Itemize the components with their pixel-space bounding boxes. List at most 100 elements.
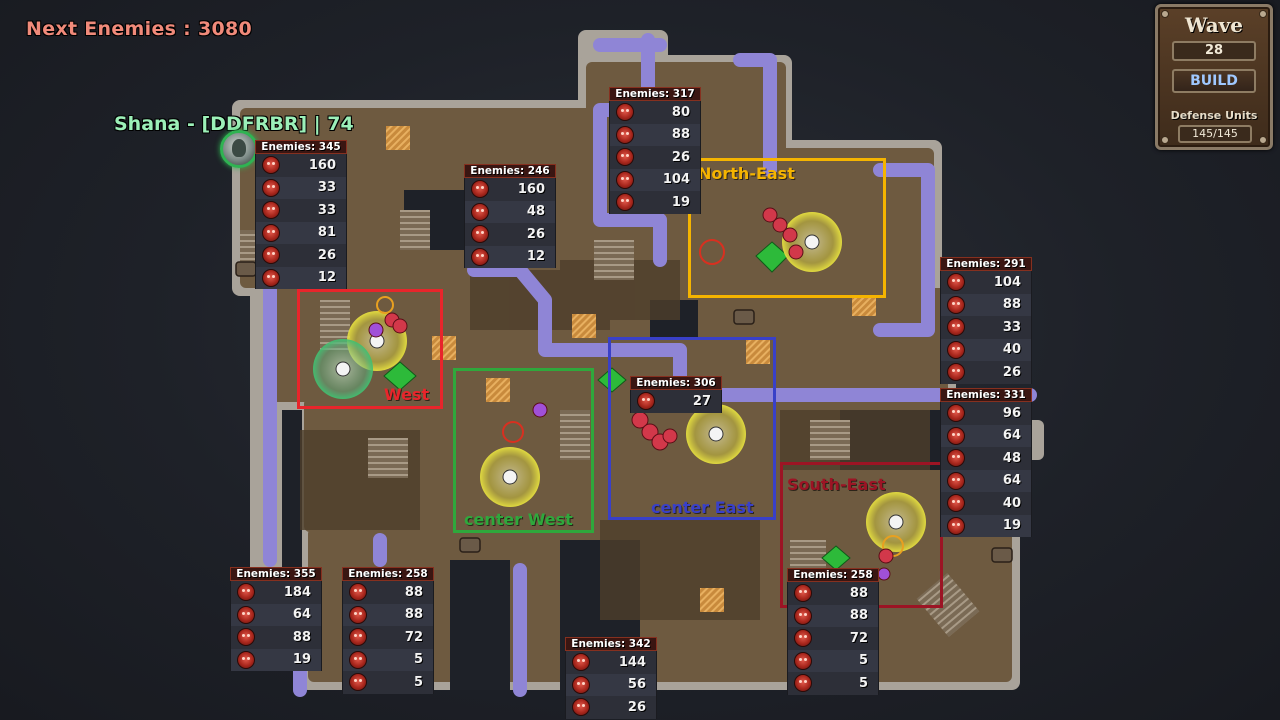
enemy-type-icon — [572, 698, 590, 717]
enemy-row: 64 — [230, 603, 322, 626]
enemy-row: 88 — [787, 582, 879, 605]
enemy-count: 104 — [662, 172, 690, 188]
enemy-count: 26 — [526, 226, 545, 242]
enemy-count: 48 — [1002, 450, 1021, 466]
enemy-table-header: Enemies: 317 — [609, 87, 701, 101]
enemy-count: 88 — [849, 585, 868, 601]
enemy-count: 144 — [618, 654, 646, 670]
enemy-count: 26 — [1002, 364, 1021, 380]
enemy-row: 40 — [940, 338, 1032, 361]
enemy-row: 5 — [787, 649, 879, 672]
enemy-row: 88 — [230, 626, 322, 649]
enemy-count: 160 — [308, 157, 336, 173]
enemy-row: 26 — [940, 361, 1032, 384]
enemy-count: 19 — [1002, 518, 1021, 534]
defense-units-label: Defense Units — [1170, 109, 1258, 122]
enemy-table-header: Enemies: 246 — [464, 164, 556, 178]
enemy-type-icon — [262, 246, 280, 265]
enemy-count: 12 — [526, 249, 545, 265]
enemy-row: 72 — [342, 626, 434, 649]
defense-units-value: 145/145 — [1178, 125, 1252, 143]
enemy-row: 12 — [255, 266, 347, 289]
enemy-count: 72 — [404, 629, 423, 645]
enemy-count: 64 — [1002, 428, 1021, 444]
enemy-type-icon — [794, 584, 812, 603]
enemy-type-icon — [947, 449, 965, 468]
enemy-row: 80 — [609, 101, 701, 124]
build-pads — [386, 126, 876, 612]
enemy-type-icon — [471, 225, 489, 244]
zone-label-south-east: South-East — [787, 475, 886, 494]
enemy-row: 72 — [787, 627, 879, 650]
enemy-type-icon — [572, 675, 590, 694]
enemy-row: 26 — [255, 244, 347, 267]
enemy-type-icon — [262, 201, 280, 220]
player-avatar[interactable] — [220, 130, 258, 168]
enemy-count: 184 — [283, 584, 311, 600]
enemy-type-icon — [349, 628, 367, 647]
enemy-table-header: Enemies: 258 — [342, 567, 434, 581]
enemy-type-icon — [237, 628, 255, 647]
enemy-type-icon — [572, 653, 590, 672]
enemy-units — [368, 207, 894, 589]
enemy-type-icon — [262, 178, 280, 197]
enemy-count: 56 — [627, 677, 646, 693]
enemy-row: 19 — [940, 514, 1032, 537]
enemy-row: 19 — [230, 648, 322, 671]
enemy-count: 27 — [692, 393, 711, 409]
enemy-type-icon — [947, 516, 965, 535]
enemy-row: 88 — [342, 581, 434, 604]
enemy-row: 104 — [940, 271, 1032, 294]
enemy-count: 5 — [858, 675, 868, 691]
enemy-type-icon — [616, 148, 634, 167]
enemy-type-icon — [794, 651, 812, 670]
enemy-count: 19 — [292, 652, 311, 668]
enemy-row: 184 — [230, 581, 322, 604]
enemy-row: 40 — [940, 492, 1032, 515]
enemy-type-icon — [616, 103, 634, 122]
enemy-count: 33 — [1002, 319, 1021, 335]
enemy-type-icon — [349, 605, 367, 624]
enemy-row: 19 — [609, 191, 701, 214]
zone-label-center-east: center East — [651, 498, 754, 517]
enemy-row: 33 — [255, 176, 347, 199]
enemy-type-icon — [237, 583, 255, 602]
enemy-table-header: Enemies: 306 — [630, 376, 722, 390]
enemy-type-icon — [947, 404, 965, 423]
enemy-type-icon — [349, 583, 367, 602]
next-enemies-counter: Next Enemies : 3080 — [26, 18, 253, 40]
enemy-count: 5 — [858, 653, 868, 669]
enemy-type-icon — [349, 673, 367, 692]
enemy-count: 26 — [317, 247, 336, 263]
enemy-count: 88 — [849, 608, 868, 624]
enemy-count: 104 — [993, 274, 1021, 290]
enemy-count: 5 — [413, 652, 423, 668]
enemy-count: 64 — [1002, 473, 1021, 489]
enemy-row: 144 — [565, 651, 657, 674]
enemy-row: 88 — [787, 604, 879, 627]
enemy-count: 88 — [671, 127, 690, 143]
enemy-count: 26 — [627, 699, 646, 715]
build-button[interactable]: BUILD — [1172, 69, 1256, 93]
enemy-type-icon — [947, 363, 965, 382]
enemy-row: 64 — [940, 424, 1032, 447]
enemy-type-icon — [349, 650, 367, 669]
enemy-type-icon — [471, 247, 489, 266]
enemy-row: 88 — [342, 603, 434, 626]
enemy-table: Enemies: 306 27 — [630, 376, 722, 413]
enemy-count: 88 — [292, 629, 311, 645]
enemy-row: 12 — [464, 245, 556, 268]
enemy-type-icon — [947, 318, 965, 337]
zone-west: West — [297, 289, 443, 409]
enemy-table-header: Enemies: 331 — [940, 388, 1032, 402]
zone-center-east: center East — [608, 337, 776, 520]
enemy-row: 5 — [342, 648, 434, 671]
enemy-row: 88 — [940, 293, 1032, 316]
enemy-row: 160 — [464, 178, 556, 201]
